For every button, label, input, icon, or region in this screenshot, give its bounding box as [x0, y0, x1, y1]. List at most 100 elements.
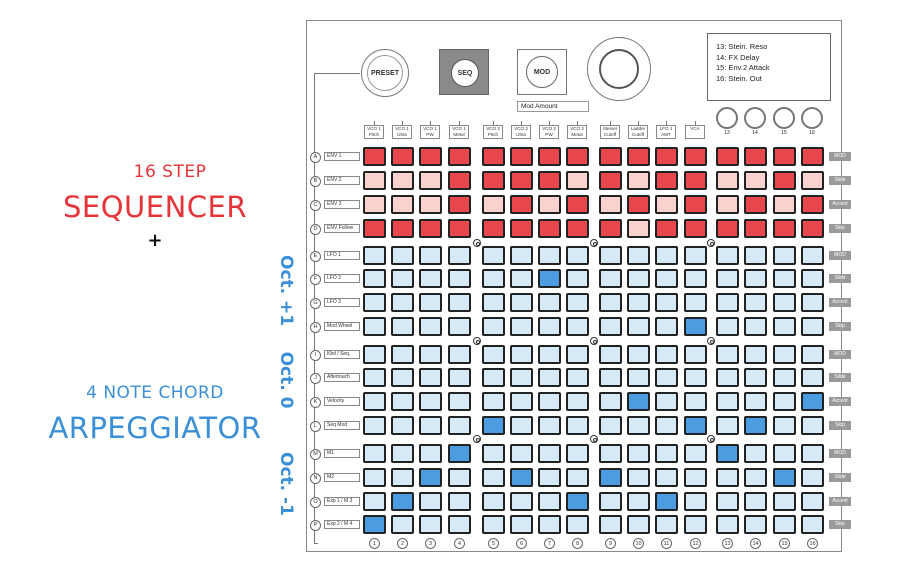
step-pad[interactable]: [391, 416, 414, 435]
step-pad[interactable]: [655, 171, 678, 190]
step-pad[interactable]: [773, 317, 796, 336]
step-pad[interactable]: [801, 444, 824, 463]
step-pad[interactable]: [801, 246, 824, 265]
step-pad[interactable]: [744, 444, 767, 463]
step-pad[interactable]: [744, 147, 767, 166]
step-pad[interactable]: [773, 392, 796, 411]
step-pad[interactable]: [744, 416, 767, 435]
step-pad[interactable]: [684, 219, 707, 238]
step-pad[interactable]: [391, 147, 414, 166]
step-pad[interactable]: [716, 293, 739, 312]
step-pad[interactable]: [538, 416, 561, 435]
step-pad[interactable]: [655, 269, 678, 288]
step-pad[interactable]: [419, 317, 442, 336]
step-pad[interactable]: [684, 147, 707, 166]
step-pad[interactable]: [482, 492, 505, 511]
step-pad[interactable]: [599, 416, 622, 435]
step-pad[interactable]: [773, 293, 796, 312]
step-pad[interactable]: [599, 147, 622, 166]
step-pad[interactable]: [599, 293, 622, 312]
step-pad[interactable]: [655, 392, 678, 411]
step-pad[interactable]: [419, 492, 442, 511]
step-pad[interactable]: [773, 147, 796, 166]
step-pad[interactable]: [716, 219, 739, 238]
small-knob-15[interactable]: [773, 107, 795, 129]
step-pad[interactable]: [716, 317, 739, 336]
step-pad[interactable]: [419, 147, 442, 166]
step-pad[interactable]: [684, 195, 707, 214]
step-pad[interactable]: [744, 492, 767, 511]
step-pad[interactable]: [419, 468, 442, 487]
step-pad[interactable]: [744, 171, 767, 190]
step-pad[interactable]: [391, 269, 414, 288]
step-pad[interactable]: [510, 515, 533, 534]
mod-button[interactable]: MOD: [517, 49, 567, 95]
step-pad[interactable]: [482, 345, 505, 364]
step-pad[interactable]: [538, 492, 561, 511]
step-pad[interactable]: [391, 515, 414, 534]
step-pad[interactable]: [655, 444, 678, 463]
step-pad[interactable]: [655, 195, 678, 214]
step-pad[interactable]: [627, 171, 650, 190]
step-pad[interactable]: [773, 515, 796, 534]
step-pad[interactable]: [538, 293, 561, 312]
step-pad[interactable]: [391, 492, 414, 511]
step-pad[interactable]: [801, 416, 824, 435]
step-pad[interactable]: [419, 269, 442, 288]
step-pad[interactable]: [744, 317, 767, 336]
step-pad[interactable]: [744, 468, 767, 487]
step-pad[interactable]: [655, 147, 678, 166]
step-pad[interactable]: [627, 317, 650, 336]
step-pad[interactable]: [801, 317, 824, 336]
step-pad[interactable]: [801, 147, 824, 166]
step-pad[interactable]: [655, 416, 678, 435]
step-pad[interactable]: [538, 345, 561, 364]
step-pad[interactable]: [684, 392, 707, 411]
step-pad[interactable]: [627, 293, 650, 312]
step-pad[interactable]: [566, 293, 589, 312]
step-pad[interactable]: [391, 293, 414, 312]
step-pad[interactable]: [419, 171, 442, 190]
step-pad[interactable]: [538, 147, 561, 166]
step-pad[interactable]: [599, 219, 622, 238]
step-pad[interactable]: [482, 317, 505, 336]
step-pad[interactable]: [773, 171, 796, 190]
step-pad[interactable]: [448, 444, 471, 463]
step-pad[interactable]: [538, 171, 561, 190]
step-pad[interactable]: [448, 195, 471, 214]
step-pad[interactable]: [363, 317, 386, 336]
step-pad[interactable]: [391, 171, 414, 190]
step-pad[interactable]: [801, 345, 824, 364]
step-pad[interactable]: [627, 345, 650, 364]
step-pad[interactable]: [510, 269, 533, 288]
step-pad[interactable]: [363, 269, 386, 288]
step-pad[interactable]: [716, 269, 739, 288]
step-pad[interactable]: [599, 368, 622, 387]
step-pad[interactable]: [684, 492, 707, 511]
step-pad[interactable]: [716, 171, 739, 190]
step-pad[interactable]: [744, 345, 767, 364]
step-pad[interactable]: [684, 515, 707, 534]
step-pad[interactable]: [627, 468, 650, 487]
step-pad[interactable]: [716, 492, 739, 511]
step-pad[interactable]: [801, 219, 824, 238]
step-pad[interactable]: [510, 195, 533, 214]
step-pad[interactable]: [566, 171, 589, 190]
step-pad[interactable]: [801, 368, 824, 387]
step-pad[interactable]: [744, 293, 767, 312]
step-pad[interactable]: [684, 416, 707, 435]
step-pad[interactable]: [566, 345, 589, 364]
step-pad[interactable]: [419, 195, 442, 214]
step-pad[interactable]: [566, 147, 589, 166]
step-pad[interactable]: [363, 246, 386, 265]
step-pad[interactable]: [716, 147, 739, 166]
step-pad[interactable]: [538, 269, 561, 288]
step-pad[interactable]: [538, 219, 561, 238]
step-pad[interactable]: [801, 269, 824, 288]
step-pad[interactable]: [801, 171, 824, 190]
step-pad[interactable]: [773, 492, 796, 511]
step-pad[interactable]: [363, 515, 386, 534]
step-pad[interactable]: [419, 368, 442, 387]
step-pad[interactable]: [744, 269, 767, 288]
step-pad[interactable]: [744, 246, 767, 265]
